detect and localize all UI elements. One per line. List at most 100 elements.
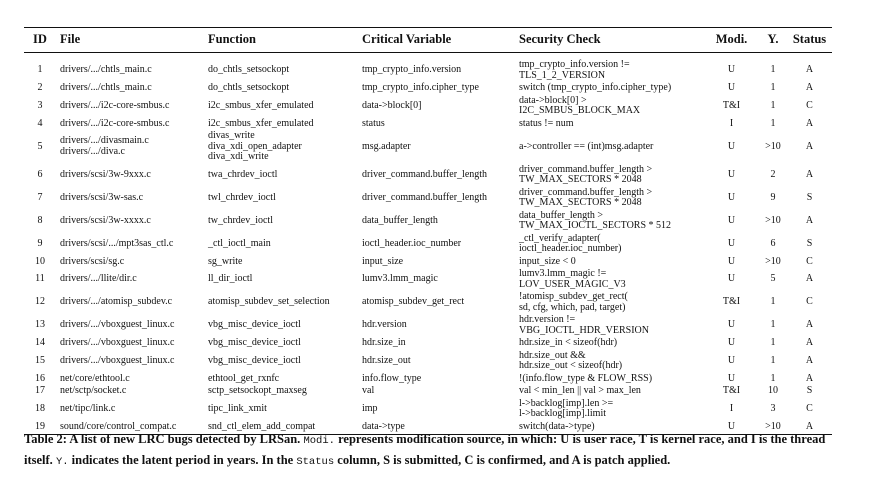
cell-security-check-line: !atomisp_subdev_get_rect( [519,291,628,302]
cell-file-line: drivers/scsi/sg.c [60,255,125,267]
cell-modi: U [727,168,736,180]
cell-file: drivers/.../vboxguest_linux.c [56,314,204,337]
cell-function-line: vbg_misc_device_ioctl [208,354,301,366]
cell-y: 3 [770,402,776,414]
cell-security-check: hdr.size_out &&hdr.size_out < sizeof(hdr… [515,350,704,373]
cell-y: >10 [759,420,787,435]
cell-function: tw_chrdev_ioctl [204,210,358,233]
cell-critical-variable: atomisp_subdev_get_rect [362,296,465,308]
cell-file: net/tipc/link.c [56,398,204,421]
cell-security-check-line: _ctl_verify_adapter( [519,232,601,244]
cell-id: 15 [35,354,45,366]
cell-function-line: tw_chrdev_ioctl [208,214,273,226]
cell-function: ll_dir_ioctl [204,268,358,291]
cell-function: vbg_misc_device_ioctl [204,350,358,373]
cell-security-check-line: TW_MAX_SECTORS * 2048 [519,174,642,185]
cell-status: A [805,337,814,348]
cell-y: 1 [770,372,776,384]
cell-file-line: drivers/scsi/3w-xxxx.c [60,214,151,226]
cell-security-check-line: driver_command.buffer_length > [519,186,653,198]
cell-id: 3 [37,99,43,111]
cell-security-check: input_size < 0 [515,256,704,269]
cell-id: 14 [35,337,45,348]
cell-file-line: drivers/.../vboxguest_linux.c [60,354,175,366]
cell-file: drivers/.../i2c-core-smbus.c [56,118,204,131]
caption-text-1: Table 2: A list of new LRC bugs detected… [24,432,304,446]
cell-id: 7 [37,191,43,203]
cell-security-check-line: lumv3.lmm_magic != [519,268,607,279]
cell-status: S [806,191,813,203]
cell-status: A [805,82,814,93]
cell-function: do_chtls_setsockopt [204,53,358,83]
cell-function: atomisp_subdev_set_selection [204,291,358,314]
cell-critical-variable: lumv3.lmm_magic [362,273,438,285]
caption-code-y: Y. [55,456,69,468]
cell-function: vbg_misc_device_ioctl [204,337,358,350]
cell-y: >10 [765,255,781,267]
cell-critical-variable: hdr.version [362,319,407,331]
cell-critical-variable: hdr.size_out [362,354,411,366]
header-modi: Modi. [704,27,759,53]
cell-file: drivers/.../chtls_main.c [56,82,204,95]
cell-modi: T&I [722,99,741,111]
cell-status: A [805,64,814,76]
cell-function: i2c_smbus_xfer_emulated [204,95,358,118]
cell-status: A [805,117,814,129]
cell-security-check: l->backlog[imp].len >=l->backlog[imp].li… [515,398,704,421]
cell-modi: I [729,402,734,414]
cell-modi: U [727,273,736,285]
cell-file-line: drivers/scsi/3w-sas.c [60,191,144,203]
cell-security-check-line: switch (tmp_crypto_info.cipher_type) [519,82,672,93]
cell-modi: U [727,191,736,203]
cell-modi: U [727,64,736,76]
header-file: File [56,27,204,53]
cell-security-check: tmp_crypto_info.version !=TLS_1_2_VERSIO… [515,53,704,83]
header-id: ID [24,27,56,53]
cell-function-line: vbg_misc_device_ioctl [208,337,301,348]
header-status: Status [787,27,832,53]
cell-security-check: data->block[0] >I2C_SMBUS_BLOCK_MAX [515,95,704,118]
cell-critical-variable: msg.adapter [362,140,411,152]
cell-security-check: hdr.version !=VBG_IOCTL_HDR_VERSION [515,314,704,337]
cell-security-check-line: !(info.flow_type & FLOW_RSS) [519,372,653,384]
cell-id: 4 [37,117,43,129]
table-row: 15 drivers/.../vboxguest_linux.c vbg_misc_… [24,350,832,373]
cell-y: 1 [770,117,776,129]
cell-file-line: net/sctp/socket.c [60,385,127,396]
cell-security-check: !atomisp_subdev_get_rect(sd, cfg, which,… [515,291,704,314]
cell-file: drivers/.../vboxguest_linux.c [56,350,204,373]
cell-critical-variable: data->block[0] [362,99,422,111]
cell-function: twl_chrdev_ioctl [204,187,358,210]
cell-file: drivers/.../llite/dir.c [56,268,204,291]
cell-y: >10 [765,140,781,152]
cell-file-line: drivers/.../vboxguest_linux.c [60,319,175,331]
cell-security-check-line: hdr.size_in < sizeof(hdr) [519,337,618,348]
cell-security-check-line: l->backlog[imp].limit [519,408,607,419]
cell-status: A [805,354,814,366]
caption-text-4: column, S is submitted, C is confirmed, … [334,453,671,467]
cell-security-check-line: hdr.version != [519,314,576,325]
cell-security-check: !(info.flow_type & FLOW_RSS) [515,373,704,386]
cell-critical-variable: tmp_crypto_info.cipher_type [362,82,479,93]
cell-critical-variable: info.flow_type [362,372,422,384]
cell-modi: U [727,337,736,348]
cell-critical-variable: tmp_crypto_info.version [362,64,462,76]
cell-function: _ctl_ioctl_main [204,233,358,256]
cell-function: i2c_smbus_xfer_emulated [204,118,358,131]
cell-status: A [805,319,814,331]
cell-y: 1 [770,99,776,111]
cell-security-check-line: data->block[0] > [519,94,587,106]
cell-modi: T&I [722,296,741,308]
cell-security-check-line: LOV_USER_MAGIC_V3 [519,278,626,290]
cell-security-check-line: hdr.size_out && [519,349,586,361]
cell-id: 8 [37,214,43,226]
cell-function-line: tipc_link_xmit [208,402,267,414]
